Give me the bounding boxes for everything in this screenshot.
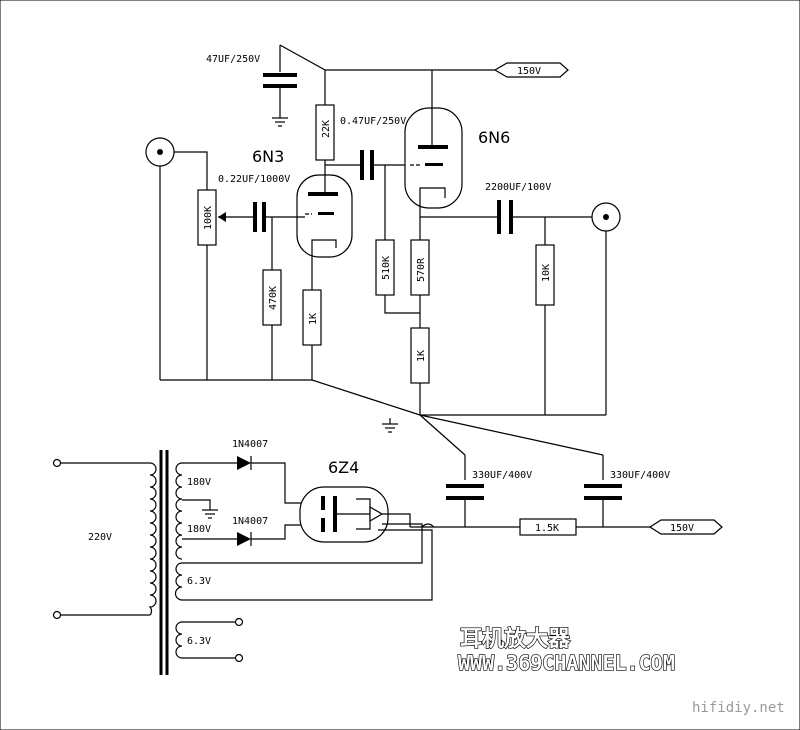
cap-047uf-label: 0.47UF/250V xyxy=(340,116,406,127)
output-jack xyxy=(591,202,621,232)
potentiometer-100k-label: 100K xyxy=(203,206,214,230)
watermark: hifidiy.net xyxy=(692,700,785,716)
cap-022uf-label: 0.22UF/1000V xyxy=(218,174,290,185)
cap-47uf-label: 47UF/250V xyxy=(206,54,260,65)
b-plus-top-label: 150V xyxy=(517,66,541,77)
ground-icon xyxy=(202,509,218,519)
resistor-470k-label: 470K xyxy=(268,286,279,310)
transformer-primary-coil xyxy=(148,462,157,616)
b-plus-bottom-label: 150V xyxy=(670,523,694,534)
brand-url: WWW.369CHANNEL.COM xyxy=(458,651,675,675)
primary-terminal-a xyxy=(52,458,62,468)
cap-330uf-a-label: 330UF/400V xyxy=(472,470,532,481)
input-jack xyxy=(145,137,175,167)
primary-terminal-b xyxy=(52,610,62,620)
resistor-570r-label: 570R xyxy=(416,257,427,282)
tube-6n3-label: 6N3 xyxy=(252,147,284,166)
heater-terminal-a xyxy=(234,617,244,627)
heater-terminal-b xyxy=(234,653,244,663)
cap-2200uf-label: 2200UF/100V xyxy=(485,182,551,193)
cap-47uf xyxy=(263,73,297,118)
b-plus-top-rail xyxy=(279,44,495,108)
ground-icon xyxy=(272,117,288,127)
diode-b-label: 1N4007 xyxy=(232,516,268,527)
tube-6n3 xyxy=(296,174,353,258)
secondary-180v-b-label: 180V xyxy=(187,524,211,535)
resistor-1-5k-label: 1.5K xyxy=(535,523,559,534)
brand-title-cn: 耳机放大器 xyxy=(460,626,571,652)
tube-6n6-label: 6N6 xyxy=(478,128,510,147)
b-plus-top-arrow: 150V xyxy=(493,62,569,78)
secondary-63v-b-label: 6.3V xyxy=(187,636,211,647)
cap-330uf-b-label: 330UF/400V xyxy=(610,470,670,481)
resistor-22k-label: 22K xyxy=(321,120,332,138)
diode-a-label: 1N4007 xyxy=(232,439,268,450)
resistor-1k-b-label: 1K xyxy=(416,350,427,362)
wiper-arrow-icon xyxy=(218,212,226,222)
transformer-secondary-63v-a xyxy=(174,562,183,601)
primary-label: 220V xyxy=(88,532,112,543)
tube-6z4-label: 6Z4 xyxy=(328,458,359,477)
ground-bus xyxy=(160,379,606,456)
secondary-63v-a-label: 6.3V xyxy=(187,576,211,587)
transformer-secondary-63v-b xyxy=(175,621,183,659)
wire-crossover xyxy=(421,523,435,528)
transformer-secondary-hv xyxy=(175,462,183,560)
b-plus-bottom-arrow: 150V xyxy=(648,519,723,535)
resistor-510k-label: 510K xyxy=(381,256,392,280)
resistor-1k-a-label: 1K xyxy=(308,313,319,325)
tube-6n6 xyxy=(404,107,463,209)
ground-icon xyxy=(382,418,398,433)
secondary-180v-a-label: 180V xyxy=(187,477,211,488)
resistor-10k-label: 10K xyxy=(541,264,552,282)
